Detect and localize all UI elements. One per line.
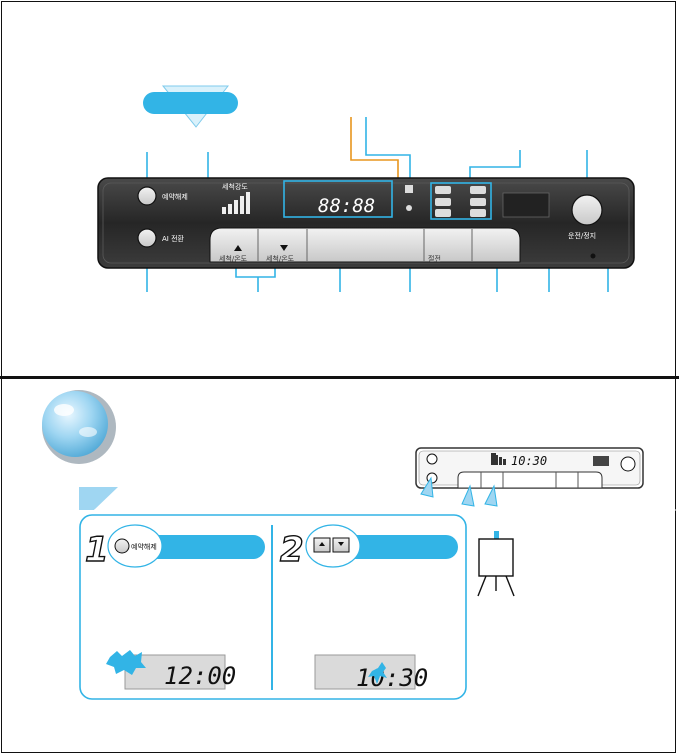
display-header: 세척강도 [222,182,248,191]
power-indicator [590,253,596,259]
display-time: 88:88 [318,195,375,217]
step1-display [124,654,226,690]
section-divider [0,376,679,379]
step1-display-time: 12:00 [164,662,236,690]
ventilation-button[interactable] [137,186,157,206]
power-button[interactable] [571,194,603,226]
bottom-frame [1,379,676,753]
step2-up-arrow-icon [319,542,325,546]
ai-label: AI 전환 [162,234,185,243]
step1-number: 1 [85,530,109,570]
power-button-label: 운전/정지 [568,231,596,240]
step2-display [314,654,416,690]
strength-bars-icon [222,192,250,214]
step2-blink-icon [368,662,387,684]
up-arrow-icon [234,245,242,251]
center-button-label[interactable]: 절전 [428,254,441,263]
down-arrow-icon [280,245,288,251]
ai-button[interactable] [137,228,157,248]
step2-down-arrow-icon [338,542,344,546]
globe-icon [42,390,116,464]
finger-pointer-icons [420,476,498,507]
step1-highlight [107,524,163,568]
step1-blink-icon [106,650,146,675]
step2-display-time: 10:30 [356,664,428,692]
down-button-label[interactable]: 세척/온도 [219,254,248,263]
ventilation-label: 예약해제 [162,192,188,201]
memo-easel-icon [477,531,515,597]
up-button-label[interactable]: 세척/온도 [266,254,295,263]
step1-button[interactable] [114,538,130,554]
control-panel [97,177,635,269]
steps-header-bar [79,487,118,510]
mini-panel [415,447,644,489]
step1-button-label: 예약해제 [131,542,157,551]
mini-display-time: 10:30 [511,454,547,468]
steps-frame [79,514,467,700]
step2-number: 2 [280,530,304,570]
title-pill [143,85,238,128]
